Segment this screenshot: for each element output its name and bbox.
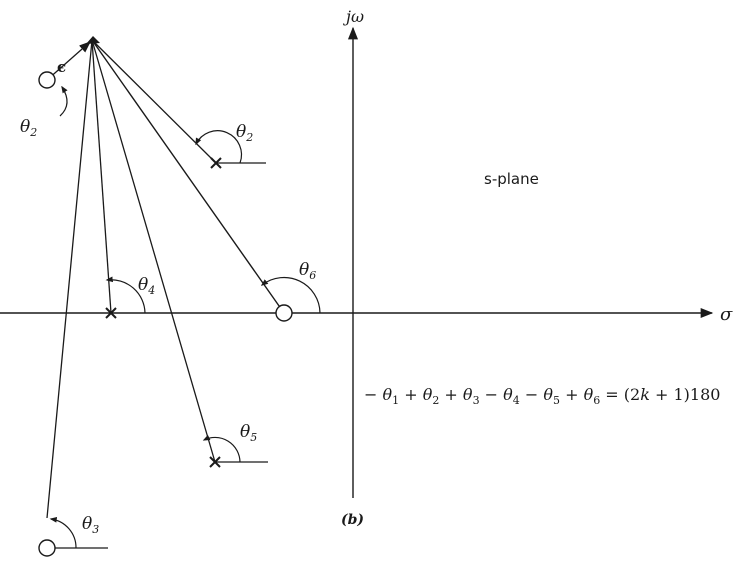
vector-pole-theta5 <box>91 39 216 463</box>
pole-marker-lower <box>209 456 221 468</box>
label-theta6: θ6 <box>299 260 316 282</box>
angle-arcs <box>49 85 321 549</box>
zeros <box>38 71 293 557</box>
vector-pole-theta4 <box>91 39 112 314</box>
test-point-marker <box>86 36 100 44</box>
vector-pole-theta2 <box>91 39 217 164</box>
pole-marker-upper <box>210 157 222 169</box>
imag-axis-label: jω <box>343 7 364 26</box>
arc-theta4 <box>105 276 146 314</box>
label-theta4: θ4 <box>138 275 155 297</box>
vector-epsilon <box>46 41 91 81</box>
vector-zero-theta3 <box>46 39 93 519</box>
vector-zero-theta6 <box>91 39 285 314</box>
poles <box>105 157 222 468</box>
arc-theta6 <box>260 276 321 314</box>
arc-theta3 <box>49 516 77 549</box>
s-plane-label: s-plane <box>484 170 539 188</box>
real-axis-label: σ <box>720 304 733 325</box>
angle-vectors <box>46 39 285 519</box>
zero-marker-lower <box>38 539 56 557</box>
angle-reference-lines <box>46 80 268 549</box>
angle-condition-equation: − θ1 + θ2 + θ3 − θ4 − θ5 + θ6 = (2k + 1)… <box>364 385 720 407</box>
figure-label: (b) <box>341 512 364 528</box>
epsilon-label: ϵ <box>57 58 66 76</box>
label-theta2-pole: θ2 <box>236 122 253 144</box>
arc-theta5 <box>202 434 241 463</box>
label-theta2-zero: θ2 <box>20 117 37 139</box>
zero-marker-real <box>275 304 293 322</box>
pole-marker-real <box>105 307 117 319</box>
arc-theta2-zero <box>59 85 68 117</box>
label-theta5: θ5 <box>240 422 257 444</box>
arc-theta2-pole <box>195 130 243 164</box>
zero-marker-upper <box>38 71 56 89</box>
label-theta3: θ3 <box>82 514 99 536</box>
